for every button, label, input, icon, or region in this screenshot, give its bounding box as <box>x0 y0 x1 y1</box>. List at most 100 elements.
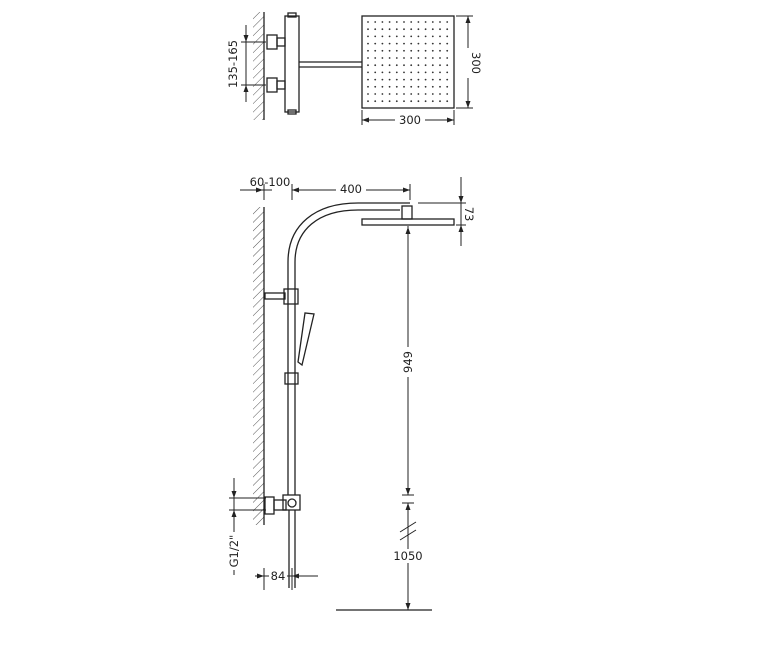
nozzle-dot <box>431 21 434 23</box>
nozzle-dot <box>410 71 413 74</box>
top-dim-spacing-arrow-top <box>243 35 249 42</box>
nozzle-dot <box>439 28 441 31</box>
nozzle-dot <box>410 64 413 67</box>
nozzle-dot <box>367 93 369 95</box>
top-view: 135-165 300 300 <box>226 12 483 127</box>
side-dim-break-1 <box>399 521 417 533</box>
top-nozzle-grid <box>367 21 449 103</box>
nozzle-dot <box>374 71 377 74</box>
nozzle-dot <box>431 93 434 95</box>
nozzle-dot <box>395 78 398 81</box>
nozzle-dot <box>374 100 377 103</box>
nozzle-dot <box>410 42 413 45</box>
nozzle-dot <box>431 100 434 103</box>
nozzle-dot <box>424 100 427 103</box>
top-dim-head-height-label-bg <box>460 48 476 78</box>
side-view: 60-100 400 73 949 1050 <box>224 175 476 611</box>
top-inlet-lower-pipe <box>276 80 286 90</box>
nozzle-dot <box>367 28 369 31</box>
side-shower-head <box>361 218 455 226</box>
nozzle-dot <box>403 71 405 74</box>
side-wall-hatch <box>253 207 264 525</box>
nozzle-dot <box>439 71 441 74</box>
nozzle-dot <box>388 57 391 59</box>
nozzle-dot <box>367 64 369 67</box>
nozzle-dot <box>431 85 434 88</box>
nozzle-dot <box>395 21 398 23</box>
nozzle-dot <box>424 49 427 52</box>
top-dim-spacing-arrow-bottom <box>243 85 249 92</box>
nozzle-dot <box>424 28 427 31</box>
nozzle-dot <box>403 57 405 59</box>
nozzle-dot <box>381 100 384 103</box>
nozzle-dot <box>431 57 434 59</box>
nozzle-dot <box>431 78 434 81</box>
nozzle-dot <box>374 21 377 23</box>
nozzle-dot <box>395 57 398 59</box>
nozzle-dot <box>410 49 413 52</box>
nozzle-dot <box>395 71 398 74</box>
nozzle-dot <box>381 78 384 81</box>
side-dim-1050-label-bg <box>391 549 425 563</box>
top-dim-head-width-label: 300 <box>399 113 421 127</box>
nozzle-dot <box>374 78 377 81</box>
nozzle-dot <box>439 78 441 81</box>
nozzle-dot <box>388 35 391 38</box>
nozzle-dot <box>417 28 420 31</box>
nozzle-dot <box>410 85 413 88</box>
nozzle-dot <box>424 78 427 81</box>
side-dim-949-label: 949 <box>401 351 415 373</box>
nozzle-dot <box>439 35 441 38</box>
nozzle-dot <box>417 78 420 81</box>
nozzle-dot <box>424 93 427 95</box>
nozzle-dot <box>446 85 449 88</box>
side-dim-1050-arrow-bottom <box>405 603 411 610</box>
top-mixer-cap-upper <box>287 12 297 18</box>
top-dim-head-height-arrow-bottom <box>465 101 471 108</box>
nozzle-dot <box>367 49 369 52</box>
top-inlet-upper-nut <box>266 34 278 50</box>
side-slider-holder <box>284 372 299 385</box>
nozzle-dot <box>381 93 384 95</box>
side-dim-depth-label-bg <box>269 569 287 582</box>
nozzle-dot <box>417 100 420 103</box>
nozzle-dot <box>446 35 449 38</box>
side-dim-inlet-arrow-top <box>231 491 237 498</box>
nozzle-dot <box>388 49 391 52</box>
nozzle-dot <box>395 42 398 45</box>
nozzle-dot <box>417 93 420 95</box>
nozzle-dot <box>446 100 449 103</box>
nozzle-dot <box>424 85 427 88</box>
top-shower-head <box>361 15 455 109</box>
side-dim-head-arrow-bottom <box>458 225 464 232</box>
nozzle-dot <box>374 57 377 59</box>
nozzle-dot <box>381 28 384 31</box>
nozzle-dot <box>403 35 405 38</box>
top-dim-head-height-label: 300 <box>469 52 483 74</box>
side-dim-head-label: 73 <box>462 207 476 222</box>
side-dim-depth-label: 84 <box>271 569 286 583</box>
nozzle-dot <box>403 85 405 88</box>
nozzle-dot <box>410 100 413 103</box>
nozzle-dot <box>403 78 405 81</box>
side-mixer-knob <box>287 498 297 508</box>
nozzle-dot <box>424 71 427 74</box>
nozzle-dot <box>367 42 369 45</box>
nozzle-dot <box>367 57 369 59</box>
side-hand-shower <box>297 312 315 367</box>
nozzle-dot <box>410 21 413 23</box>
nozzle-dot <box>374 42 377 45</box>
side-mixer-inlet-nut <box>264 496 275 515</box>
nozzle-dot <box>381 35 384 38</box>
side-dim-offset-label: 60-100 <box>250 175 291 189</box>
nozzle-dot <box>403 28 405 31</box>
nozzle-dot <box>395 64 398 67</box>
nozzle-dot <box>410 35 413 38</box>
nozzle-dot <box>381 21 384 23</box>
nozzle-dot <box>374 85 377 88</box>
nozzle-dot <box>439 57 441 59</box>
nozzle-dot <box>388 64 391 67</box>
nozzle-dot <box>374 64 377 67</box>
nozzle-dot <box>446 21 449 23</box>
nozzle-dot <box>417 71 420 74</box>
